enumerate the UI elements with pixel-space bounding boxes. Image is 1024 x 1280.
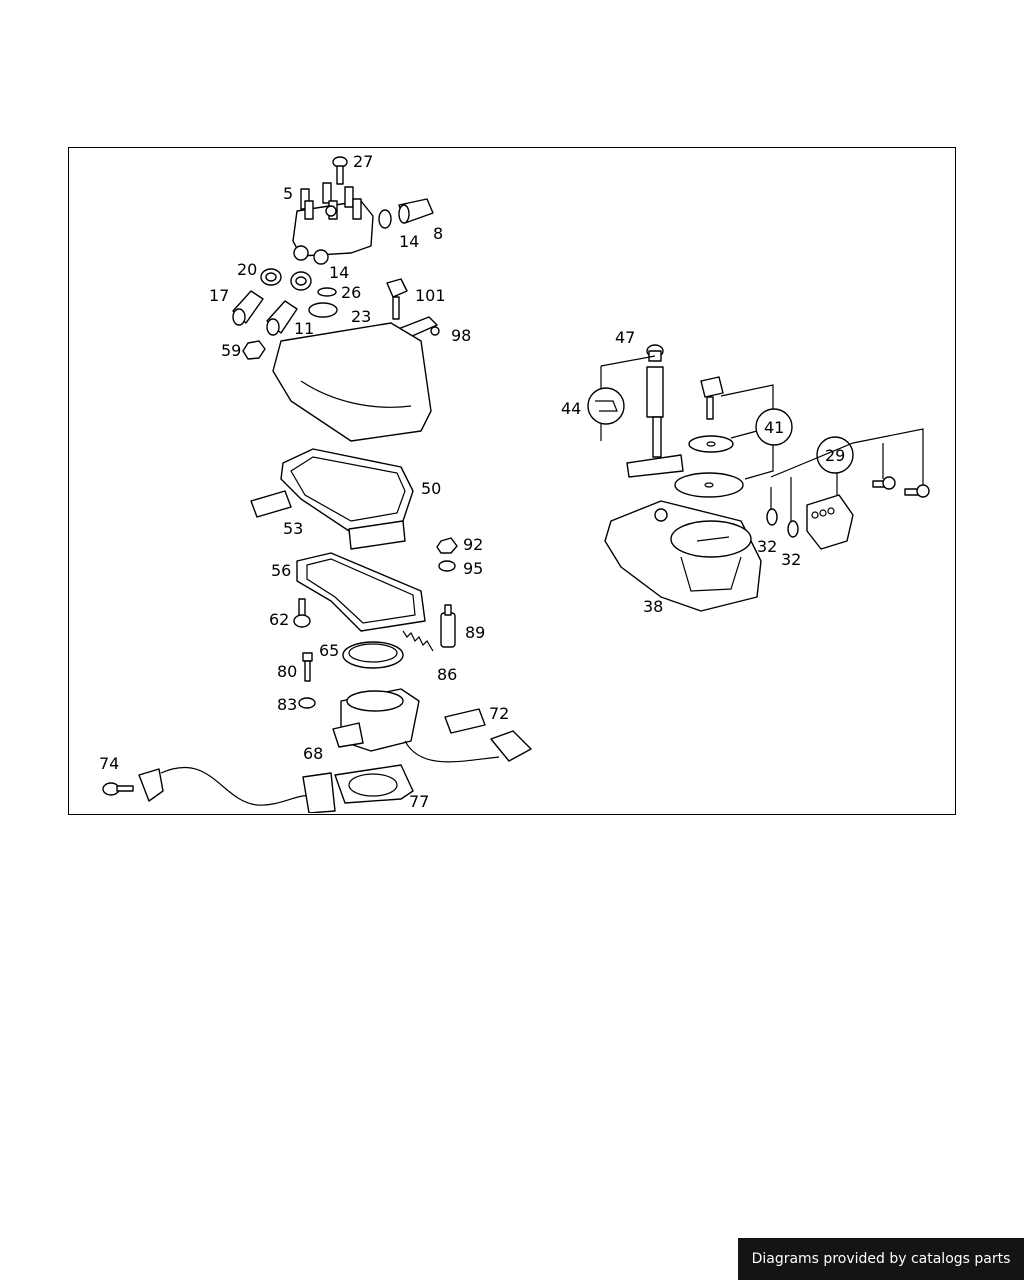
credit-text: Diagrams provided by catalogs parts [751, 1251, 1011, 1267]
screw-80 [302, 652, 313, 682]
throttle-body-68 [332, 688, 420, 752]
valve-89 [440, 604, 456, 648]
callout-circle-41 [755, 408, 793, 446]
wrench-44 [587, 387, 625, 425]
tube-72 [444, 708, 486, 734]
callout-74: 74 [99, 754, 119, 773]
housing-50 [280, 448, 414, 550]
mixture-housing-38 [604, 500, 762, 612]
callout-65: 65 [319, 641, 339, 660]
screw-27 [332, 156, 348, 185]
callout-41: 41 [764, 418, 784, 437]
callout-92: 92 [463, 535, 483, 554]
callout-95: 95 [463, 559, 483, 578]
shaft-assembly [626, 366, 684, 478]
callout-68: 68 [303, 744, 323, 763]
washer-41 [688, 435, 734, 453]
callout-98: 98 [451, 326, 471, 345]
connector-left [138, 768, 164, 802]
callout-53: 53 [283, 519, 303, 538]
callout-32b: 32 [781, 550, 801, 569]
callout-23: 23 [351, 307, 371, 326]
callout-26: 26 [341, 283, 361, 302]
upper-housing [272, 322, 432, 442]
washer-95 [438, 560, 456, 572]
credit-banner: Diagrams provided by catalogs parts [738, 1238, 1024, 1280]
fitting-11 [266, 300, 298, 336]
clamp-65 [342, 641, 404, 669]
screw-62 [293, 598, 311, 628]
parts-diagram: 27 5 14 8 20 14 17 26 101 23 11 98 59 50… [99, 152, 930, 813]
callout-62: 62 [269, 610, 289, 629]
leader-29 [770, 428, 924, 521]
fitting-17 [232, 290, 264, 326]
callout-5: 5 [283, 184, 293, 203]
spring-86 [402, 630, 434, 652]
screw-74 [102, 782, 134, 796]
bolt-101 [386, 278, 408, 320]
nut-59 [242, 340, 266, 360]
sensor-77-bracket [302, 772, 336, 813]
sensor-plug [490, 730, 532, 762]
seal-ring-20 [260, 268, 282, 286]
o-ring-23 [308, 302, 338, 318]
callout-38: 38 [643, 597, 663, 616]
harness-wire [160, 766, 314, 806]
connector-8 [398, 198, 434, 224]
callout-56: 56 [271, 561, 291, 580]
washer-32b [787, 520, 799, 538]
callout-8: 8 [433, 224, 443, 243]
callout-circle-29 [816, 436, 854, 474]
nut-92 [436, 537, 458, 554]
distributor-cap [292, 182, 374, 265]
disc-41 [674, 472, 744, 498]
gasket-56 [296, 552, 426, 632]
hose-53 [250, 490, 292, 518]
o-ring-26 [317, 287, 337, 297]
callout-29: 29 [825, 446, 845, 465]
callout-47: 47 [615, 328, 635, 347]
callout-27: 27 [353, 152, 373, 171]
screw-29a [872, 476, 896, 490]
callout-86: 86 [437, 665, 457, 684]
callout-11: 11 [294, 319, 314, 338]
callout-17: 17 [209, 286, 229, 305]
callout-50: 50 [421, 479, 441, 498]
callout-59: 59 [221, 341, 241, 360]
callout-77: 77 [409, 792, 429, 811]
gasket-77 [334, 764, 414, 804]
callout-14a: 14 [399, 232, 419, 251]
callout-83: 83 [277, 695, 297, 714]
callout-14b: 14 [329, 263, 349, 282]
bolt-41 [700, 376, 724, 420]
callout-72: 72 [489, 704, 509, 723]
sensor-wire [404, 740, 500, 763]
seal-ring-14a [378, 209, 392, 229]
cap-47 [646, 344, 664, 362]
screw-29b [904, 484, 930, 498]
washer-32a [766, 508, 778, 526]
callout-44: 44 [561, 399, 581, 418]
seal-ring-14b [290, 271, 312, 291]
valve-block-29 [806, 494, 854, 550]
washer-83 [298, 697, 316, 709]
callout-32a: 32 [757, 537, 777, 556]
callout-101: 101 [415, 286, 446, 305]
callout-80: 80 [277, 662, 297, 681]
callout-20: 20 [237, 260, 257, 279]
parts-diagram-frame: 27 5 14 8 20 14 17 26 101 23 11 98 59 50… [68, 147, 956, 815]
callout-89: 89 [465, 623, 485, 642]
